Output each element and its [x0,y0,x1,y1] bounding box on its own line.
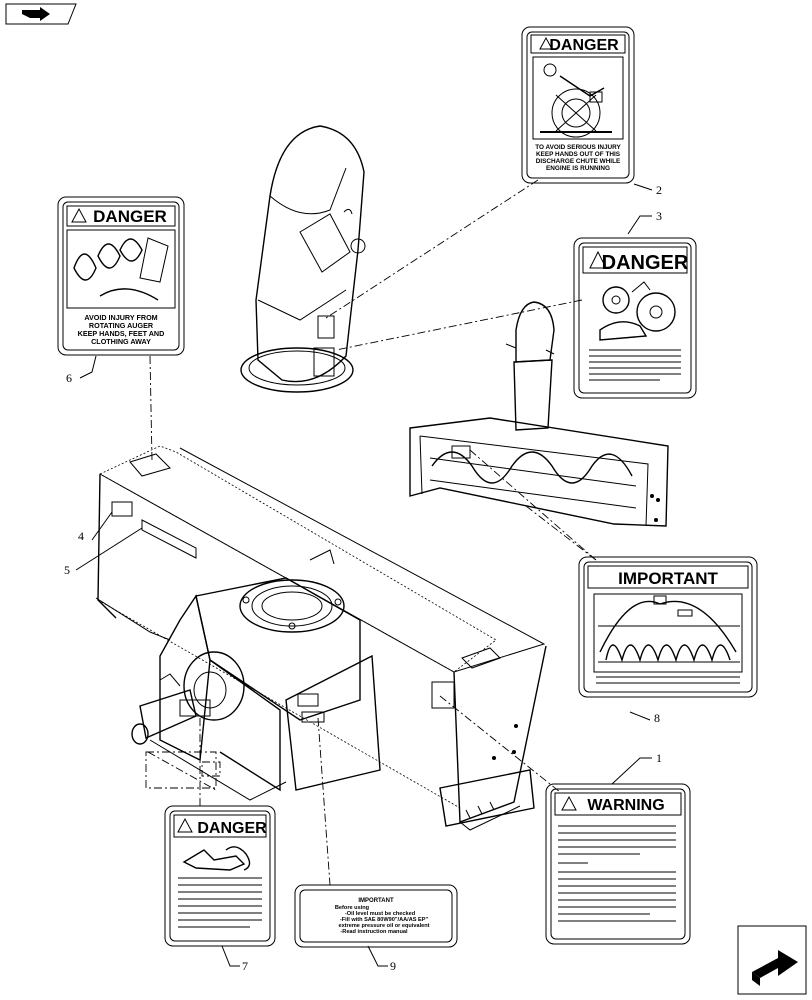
decal-spot [313,347,335,377]
snowblower-side-drawing [409,301,669,527]
auger-hazard-pictogram [66,229,176,309]
decal-spot [179,699,211,717]
decal-spot [431,681,455,709]
arrow-tab-icon[interactable] [5,3,77,25]
danger-triangle-icon [589,250,607,269]
callout-7: 7 [242,959,248,973]
callout-numbers: 2 3 6 4 5 8 1 7 9 [64,183,662,973]
decal-text-line: Before using [335,905,370,911]
decal-danger-chute: DANGER TO AVOID SERIOUS INJURY KEEP HAND… [521,26,635,184]
callout-4: 4 [78,529,84,543]
decal-text-line: DISCHARGE CHUTE WHILE [536,158,621,165]
decal-spot [451,445,471,459]
callout-3: 3 [656,209,662,223]
decal-text-line: ENGINE IS RUNNING [546,165,610,172]
decal-header: DANGER [93,207,167,226]
decal-danger-bottom: DANGER [164,805,276,947]
callout-5: 5 [64,563,70,577]
callout-9: 9 [390,959,396,973]
auger-belt-pictogram [593,593,743,673]
callout-1: 1 [656,751,662,765]
decal-text-lines [596,676,740,684]
foot-hazard-pictogram [182,846,251,871]
decal-header: DANGER [602,252,689,274]
decal-text-lines [178,877,262,928]
decal-text-line: KEEP HANDS OUT OF THIS [536,151,621,158]
decal-header: WARNING [587,797,664,814]
decal-spot [111,501,133,517]
callout-2: 2 [656,183,662,197]
decal-text-line: TO AVOID SERIOUS INJURY [535,144,621,151]
decal-danger-gears: DANGER [573,237,697,399]
decal-important-oil: IMPORTANT Before using -Oil level must b… [294,884,458,948]
decal-danger-auger: DANGER AVOID INJURY FROM ROTATING AUGER … [57,196,185,356]
decal-spot [129,453,171,477]
decal-spot [301,711,325,723]
danger-triangle-icon [177,817,193,833]
chute-hazard-pictogram [532,56,624,140]
decal-text-line: CLOTHING AWAY [91,337,151,346]
callout-6: 6 [66,371,72,385]
danger-triangle-icon [539,36,553,50]
decal-spot [297,693,319,707]
decal-header: DANGER [549,37,619,54]
decal-text-line: AVOID INJURY FROM [84,313,157,322]
decal-text-lines [589,349,681,381]
next-page-arrow-icon[interactable] [737,925,807,995]
decal-text-line: ROTATING AUGER [89,321,154,330]
decal-header: IMPORTANT [618,569,718,588]
decal-text-line: extreme pressure oil or equivalent [338,923,429,929]
decal-warning: WARNING [545,783,691,945]
decal-text-line: IMPORTANT [358,898,394,904]
decal-spot [461,647,501,669]
discharge-chute-drawing [240,125,366,393]
snowblower-main-drawing [95,445,547,831]
decal-spot [317,315,335,339]
decal-text-line: -Oil level must be checked [345,911,416,917]
decal-text-line: KEEP HANDS, FEET AND [78,329,165,338]
callout-8: 8 [654,711,660,725]
gear-hazard-pictogram [599,281,676,341]
decal-text-lines [558,825,676,922]
decal-header: DANGER [197,820,267,837]
danger-triangle-icon [71,207,87,223]
leader-lines [75,179,653,967]
decal-text-line: -Fill with SAE 80W90"/AA/AS EP" [340,917,429,923]
warning-triangle-icon [561,795,577,811]
decal-spot [141,519,197,559]
decal-important-auger: IMPORTANT [578,556,758,698]
decal-text-line: -Read instruction manual [340,929,408,935]
